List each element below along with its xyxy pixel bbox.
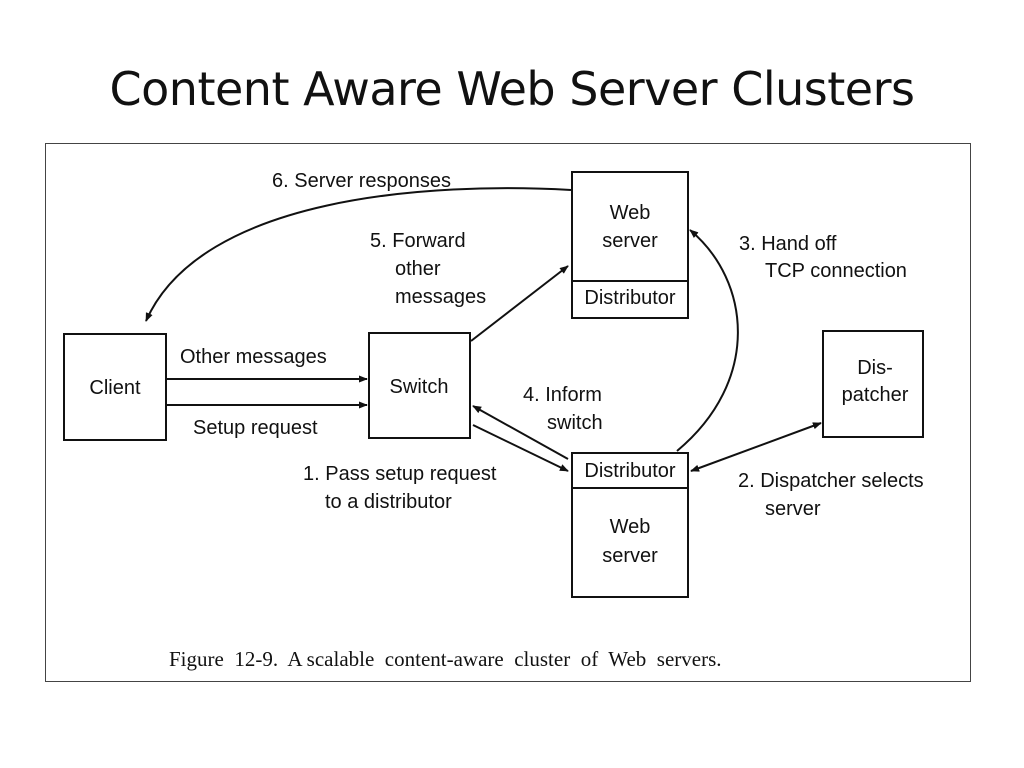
switch-box (368, 332, 471, 439)
handoff-tcp-arrow (676, 229, 739, 452)
forward-messages-arrow (470, 265, 569, 342)
step1-label-2: to a distributor (325, 491, 452, 513)
client-label: Client (89, 377, 141, 399)
web-server-bottom-label-2: server (602, 545, 658, 567)
pass-setup-arrow (472, 424, 569, 472)
step5-label-1: 5. Forward (370, 230, 466, 252)
dispatcher-label-2: patcher (842, 384, 909, 406)
step5-label-3: messages (395, 286, 486, 308)
slide-title: Content Aware Web Server Clusters (109, 62, 915, 116)
web-server-top-box (571, 171, 689, 319)
step4-label-2: switch (547, 412, 603, 434)
step5-label-2: other (395, 258, 441, 280)
client-box (63, 333, 167, 441)
dispatcher-selects-arrow (690, 422, 822, 472)
web-server-bottom-box (571, 452, 689, 598)
figure-frame: Client Switch Web server Distributor Dis… (45, 143, 971, 682)
step2-label-2: server (765, 498, 821, 520)
distributor-bottom-label: Distributor (584, 460, 675, 482)
server-responses-arrow (145, 187, 572, 322)
web-server-bottom-label-1: Web (610, 516, 651, 538)
cluster-diagram: Client Switch Web server Distributor Dis… (63, 170, 924, 671)
step1-label-1: 1. Pass setup request (303, 463, 497, 485)
setup-request-label: Setup request (193, 417, 318, 439)
inform-switch-arrow (472, 405, 569, 460)
step6-label: 6. Server responses (272, 170, 451, 192)
other-messages-label: Other messages (180, 346, 327, 368)
step3-label-1: 3. Hand off (739, 233, 837, 255)
step4-label-1: 4. Inform (523, 384, 602, 406)
distributor-top-label: Distributor (584, 287, 675, 309)
dispatcher-label-1: Dis- (857, 357, 893, 379)
figure-caption: Figure 12-9. A scalable content-aware cl… (169, 647, 722, 671)
web-server-top-label-2: server (602, 230, 658, 252)
dispatcher-box (822, 330, 924, 438)
step3-label-2: TCP connection (765, 260, 907, 282)
switch-label: Switch (390, 376, 449, 398)
step2-label-1: 2. Dispatcher selects (738, 470, 924, 492)
web-server-top-label-1: Web (610, 202, 651, 224)
